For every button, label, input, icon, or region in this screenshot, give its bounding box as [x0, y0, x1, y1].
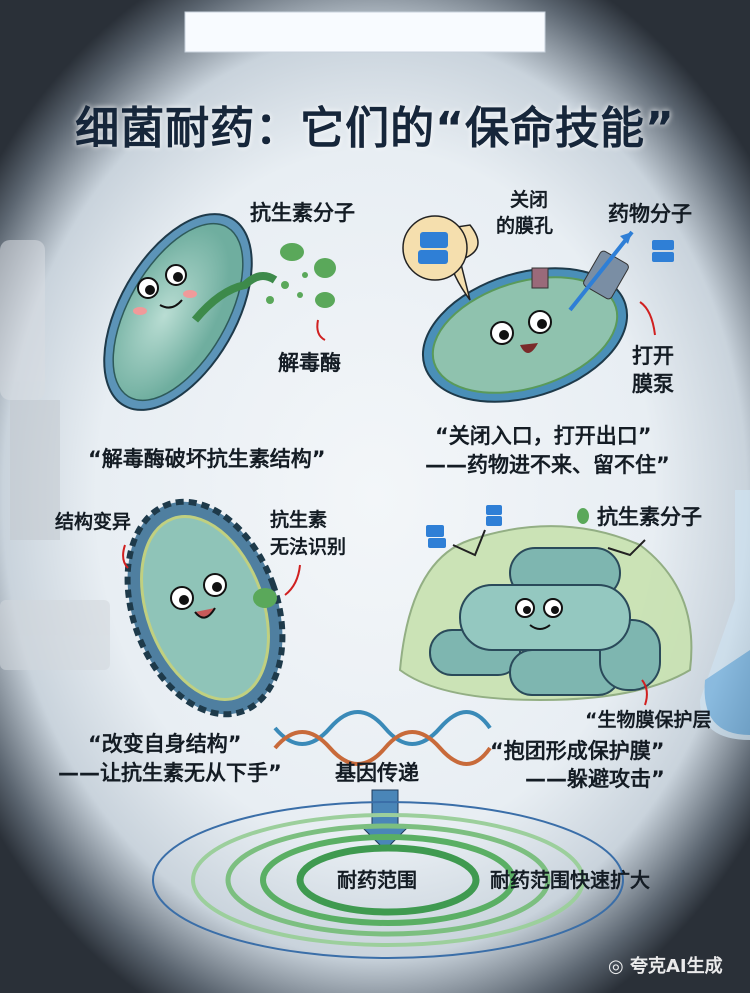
- bacterium-face: [133, 264, 197, 315]
- caption-enzyme: “解毒酶破坏抗生素结构”: [88, 447, 326, 471]
- resistance-ripple: [152, 801, 624, 959]
- bacterium-face: [490, 310, 552, 354]
- label-open-pump: 打开: [632, 344, 674, 368]
- watermark-text: 夸克AI生成: [629, 956, 723, 977]
- label-closed-pore: 关闭: [510, 189, 549, 211]
- label-detox-enzyme: 解毒酶: [278, 351, 341, 375]
- membrane-pump-icon: [583, 250, 629, 300]
- ceiling-light: [184, 11, 546, 53]
- drug-molecule-icon: [418, 250, 448, 264]
- arrow-icon: [639, 301, 656, 336]
- caption-mutation: “改变自身结构”: [88, 732, 242, 756]
- label-biofilm: “生物膜保护层: [585, 709, 712, 731]
- page-title: 细菌耐药：它们的“保命技能”: [75, 103, 675, 154]
- label-mutation: 结构变异: [55, 511, 132, 533]
- antibiotic-fragments: [266, 243, 336, 308]
- enzyme-tentacle: [191, 272, 278, 323]
- bacterium-enzyme: [103, 213, 253, 411]
- arrow-icon: [316, 319, 326, 341]
- drug-molecule-icon: [420, 232, 448, 248]
- label-open-pump-2: 膜泵: [632, 372, 674, 396]
- label-unrecognized: 抗生素: [270, 509, 328, 531]
- flask-icon: [700, 490, 750, 740]
- watermark: ◎ 夸克AI生成: [608, 956, 723, 977]
- closed-pore-icon: [531, 267, 549, 289]
- label-drug-molecule: 药物分子: [608, 202, 692, 226]
- efflux-arrow: [568, 230, 634, 312]
- label-resistance-range: 耐药范围: [337, 868, 417, 892]
- caption-pump: “关闭入口，打开出口”: [435, 424, 652, 448]
- label-antibiotic-molecule-2: 抗生素分子: [597, 505, 702, 529]
- microscope-icon: [0, 240, 110, 670]
- label-closed-pore-2: 的膜孔: [496, 215, 554, 237]
- label-unrecognized-2: 无法识别: [270, 536, 347, 558]
- label-gene-transfer: 基因传递: [335, 761, 419, 785]
- down-arrow-icon: [358, 789, 412, 851]
- caption-mutation-2: ——让抗生素无从下手”: [58, 761, 282, 785]
- dna-helix-icon: [273, 710, 492, 766]
- bacterium-mutated: [124, 498, 286, 718]
- caption-biofilm: “抱团形成保护膜”: [490, 739, 665, 763]
- bacterium-face: [170, 573, 227, 619]
- label-antibiotic-molecule: 抗生素分子: [250, 201, 355, 225]
- bacteria-cluster: [429, 547, 661, 696]
- label-range-expand: 耐药范围快速扩大: [490, 868, 650, 892]
- bacterium-face: [515, 598, 563, 630]
- antibiotic-molecule-icon: [253, 588, 277, 608]
- drug-molecule-icon: [652, 240, 674, 250]
- caption-biofilm-2: ——躲避攻击”: [525, 767, 665, 791]
- caption-pump-2: ——药物进不来、留不住”: [425, 453, 670, 477]
